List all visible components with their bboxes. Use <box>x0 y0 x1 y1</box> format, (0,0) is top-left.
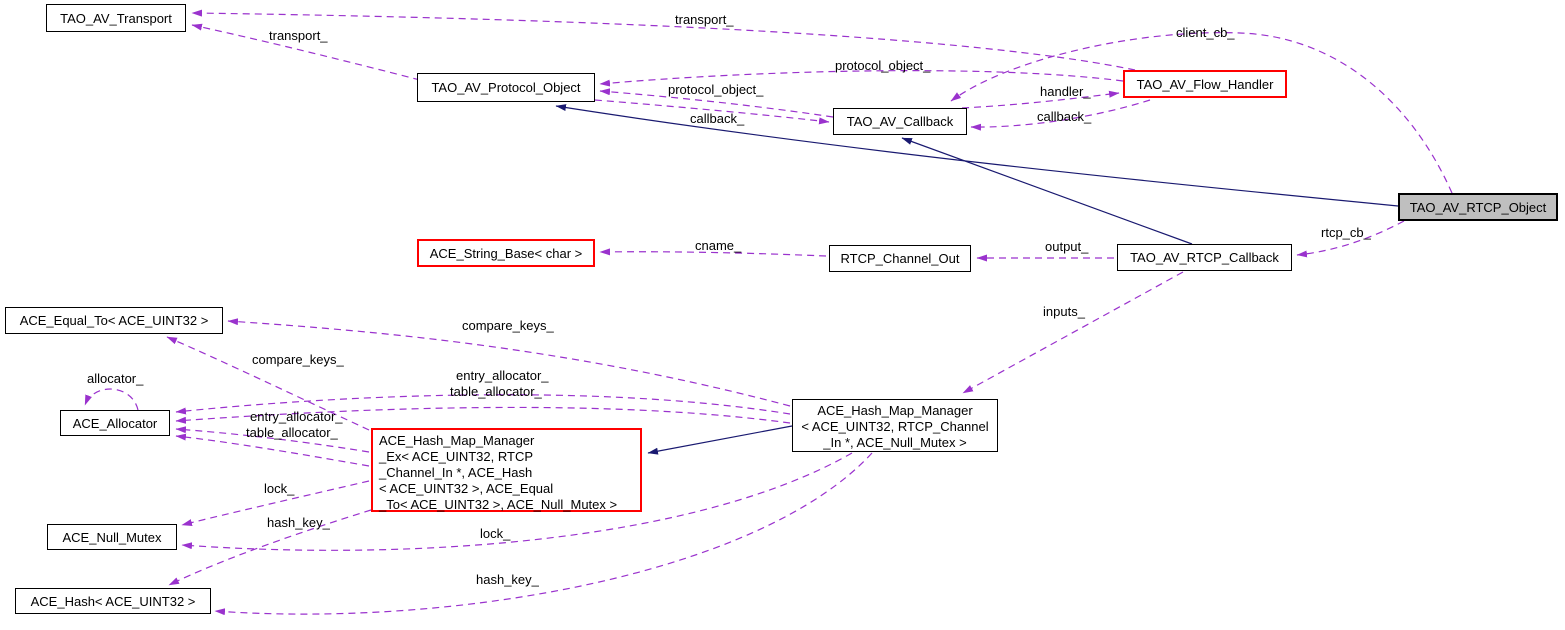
edge-label-inputs: inputs_ <box>1043 304 1085 319</box>
node-label-line: _In *, ACE_Null_Mutex > <box>823 435 967 450</box>
node-label: TAO_AV_RTCP_Object <box>1409 199 1547 215</box>
node-tao-av-flow-handler[interactable]: TAO_AV_Flow_Handler <box>1123 70 1287 98</box>
edge-label-entry-allocator: entry_allocator_ <box>456 368 549 383</box>
node-tao-av-rtcp-callback[interactable]: TAO_AV_RTCP_Callback <box>1117 244 1292 271</box>
edge-label-rtcp-cb: rtcp_cb_ <box>1321 225 1371 240</box>
edge-label-callback: callback_ <box>1037 109 1092 124</box>
edge-allocator-self-loop <box>84 388 139 411</box>
node-ace-hash-map-manager[interactable]: ACE_Hash_Map_Manager< ACE_UINT32, RTCP_C… <box>792 399 998 452</box>
edge-label-transport: transport_ <box>269 28 328 43</box>
edge-table-allocator-from-ex <box>175 433 370 467</box>
node-label: ACE_Equal_To< ACE_UINT32 > <box>19 313 209 328</box>
edge-label-compare-keys: compare_keys_ <box>462 318 554 333</box>
node-label: TAO_AV_RTCP_Callback <box>1130 250 1279 265</box>
edge-label-handler: handler_ <box>1040 84 1091 99</box>
edge-entry-allocator-from-manager <box>175 394 791 415</box>
node-label: ACE_Hash< ACE_UINT32 > <box>30 593 196 609</box>
edge-label-allocator: allocator_ <box>87 371 144 386</box>
node-label: TAO_AV_Protocol_Object <box>431 80 581 95</box>
edge-lock-from-ex <box>181 480 370 526</box>
node-label: ACE_Null_Mutex <box>62 529 162 545</box>
node-ace-null-mutex[interactable]: ACE_Null_Mutex <box>47 524 177 550</box>
edge-label-table-allocator: table_allocator_ <box>246 425 338 440</box>
node-label-line: < ACE_UINT32, RTCP_Channel <box>801 419 989 434</box>
edge-label-table-allocator: table_allocator_ <box>450 384 542 399</box>
node-tao-av-transport[interactable]: TAO_AV_Transport <box>46 4 186 32</box>
edge-compare-keys-from-manager <box>227 318 791 407</box>
edge-label-cname: cname_ <box>695 238 742 253</box>
edge-label-transport: transport_ <box>675 12 734 27</box>
node-rtcp-channel-out[interactable]: RTCP_Channel_Out <box>829 245 971 272</box>
edge-inherit-manager-to-manager-ex <box>647 425 793 455</box>
edge-label-protocol-object: protocol_object_ <box>668 82 764 97</box>
edge-inputs <box>962 271 1184 394</box>
node-ace-allocator[interactable]: ACE_Allocator <box>60 410 170 436</box>
edge-protocol-object-from-flow-handler <box>599 70 1124 87</box>
edge-transport-from-flow-handler <box>191 9 1136 71</box>
node-label-line: < ACE_UINT32 >, ACE_Equal <box>379 481 554 496</box>
edge-label-lock: lock_ <box>264 481 295 496</box>
node-label: TAO_AV_Callback <box>846 114 954 129</box>
node-tao-av-callback[interactable]: TAO_AV_Callback <box>833 108 967 135</box>
edge-lock-from-manager <box>181 452 853 551</box>
node-label-line: _To< ACE_UINT32 >, ACE_Null_Mutex > <box>379 497 618 512</box>
node-label-line: _Ex< ACE_UINT32, RTCP <box>379 449 534 464</box>
edge-hash-key-from-ex <box>168 509 372 586</box>
edge-hash-key-from-manager <box>214 452 873 616</box>
edge-callback-from-flow-handler <box>970 99 1151 131</box>
node-ace-hash[interactable]: ACE_Hash< ACE_UINT32 > <box>15 588 211 614</box>
edge-cname <box>599 248 827 257</box>
node-label: RTCP_Channel_Out <box>840 251 960 266</box>
node-ace-equal-to[interactable]: ACE_Equal_To< ACE_UINT32 > <box>5 307 223 334</box>
edge-transport-from-protocol-object <box>191 23 421 81</box>
node-tao-av-rtcp-object: TAO_AV_RTCP_Object <box>1398 193 1558 221</box>
edge-label-callback: callback_ <box>690 111 745 126</box>
node-label-line: ACE_Hash_Map_Manager <box>817 403 973 418</box>
node-label: ACE_Allocator <box>72 415 158 431</box>
node-tao-av-protocol-object[interactable]: TAO_AV_Protocol_Object <box>417 73 595 102</box>
node-label: TAO_AV_Transport <box>60 10 172 26</box>
edge-label-lock: lock_ <box>480 526 511 541</box>
node-label: TAO_AV_Flow_Handler <box>1136 76 1274 92</box>
edge-table-allocator-from-manager <box>175 406 791 424</box>
edge-compare-keys-from-ex <box>166 336 370 431</box>
edge-callback-from-protocol-object <box>594 99 830 125</box>
edge-inherit-rtcp-object-to-protocol-object <box>555 104 1399 207</box>
edge-rtcp-cb <box>1296 220 1405 258</box>
edge-inherit-rtcp-callback-to-callback <box>901 137 1193 245</box>
edge-label-protocol-object: protocol_object_ <box>835 58 931 73</box>
edge-protocol-object-from-callback <box>599 88 834 118</box>
node-label-line: ACE_Hash_Map_Manager <box>379 433 535 448</box>
node-label: ACE_String_Base< char > <box>429 245 583 261</box>
edge-label-client-cb: client_cb_ <box>1176 25 1235 40</box>
edge-label-compare-keys: compare_keys_ <box>252 352 344 367</box>
node-label-line: _Channel_In *, ACE_Hash <box>379 465 533 480</box>
node-ace-string-base[interactable]: ACE_String_Base< char > <box>417 239 595 267</box>
edge-label-output: output_ <box>1045 239 1089 254</box>
edge-label-hash-key: hash_key_ <box>476 572 539 587</box>
edge-label-hash-key: hash_key_ <box>267 515 330 530</box>
edge-client-cb <box>950 32 1453 194</box>
edge-label-entry-allocator: entry_allocator_ <box>250 409 343 424</box>
edge-entry-allocator-from-ex <box>175 426 370 453</box>
node-ace-hash-map-manager-ex[interactable]: ACE_Hash_Map_Manager_Ex< ACE_UINT32, RTC… <box>371 428 642 512</box>
